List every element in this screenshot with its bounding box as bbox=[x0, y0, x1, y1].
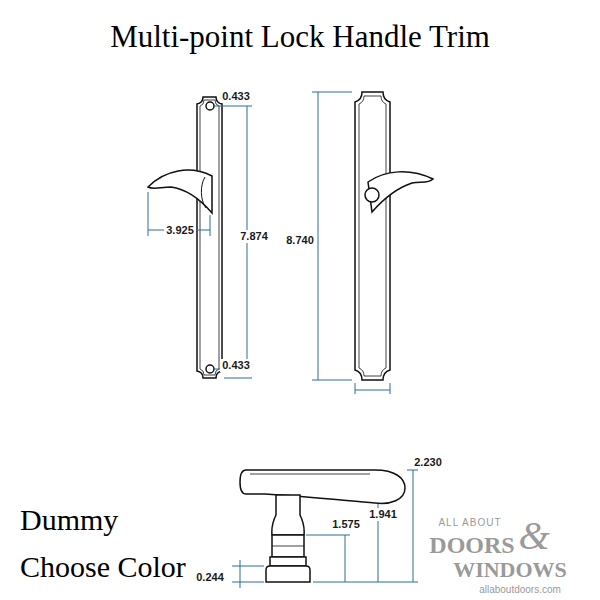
dimension-label: 0.244 bbox=[194, 571, 226, 584]
watermark: DOORS bbox=[429, 533, 514, 557]
watermark: ALL ABOUT bbox=[438, 518, 501, 528]
dimension-label: 2.230 bbox=[412, 456, 444, 469]
dimension-label: 1.941 bbox=[367, 508, 399, 521]
watermark: WINDOWS bbox=[453, 559, 567, 581]
watermark: allaboutdoors.com bbox=[479, 585, 561, 595]
watermark: & bbox=[518, 516, 549, 556]
variant-note: Dummy bbox=[20, 505, 118, 535]
dimension-label: 7.874 bbox=[238, 230, 270, 243]
diagram-title: Multi-point Lock Handle Trim bbox=[110, 21, 490, 52]
dimension-label: 1.575 bbox=[330, 518, 362, 531]
dimension-label: 0.433 bbox=[220, 90, 252, 103]
dimension-label: 8.740 bbox=[284, 234, 316, 247]
color-note: Choose Color bbox=[20, 552, 186, 582]
dimension-label: 3.925 bbox=[164, 224, 196, 237]
dimension-label: 0.433 bbox=[220, 359, 252, 372]
